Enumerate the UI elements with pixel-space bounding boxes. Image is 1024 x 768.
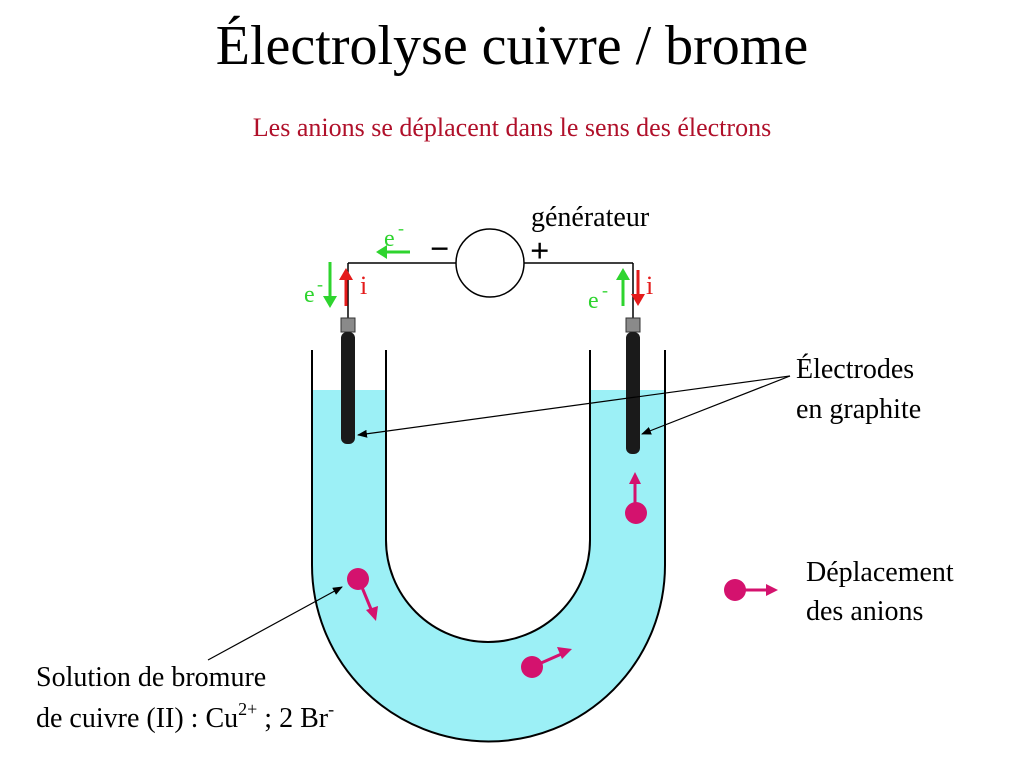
electrodes-pointer-right: [641, 375, 791, 435]
electrodes-pointer-left: [357, 375, 791, 438]
solution-label-line2: de cuivre (II) : Cu2+ ; 2 Br-: [36, 699, 334, 734]
anion-bottom-center: [521, 647, 572, 678]
electron-arrow-right-head: [616, 268, 630, 280]
electrodes-label-line1: Électrodes: [796, 354, 914, 385]
electrode-left-cap: [340, 317, 356, 333]
electron-charge-right: -: [602, 280, 608, 300]
legend-label-line1: Déplacement: [806, 557, 954, 588]
electron-charge-wire: -: [398, 218, 404, 238]
electron-label-wire: e: [384, 226, 395, 252]
electron-arrow-wire-head: [376, 245, 387, 259]
solution-label-line1: Solution de bromure: [36, 662, 266, 693]
electron-label-right: e: [588, 288, 599, 314]
electron-label-left: e: [304, 282, 315, 308]
slide-title: Électrolyse cuivre / brome: [215, 15, 809, 77]
current-arrow-left-head: [339, 268, 353, 280]
current-label-right: i: [646, 271, 653, 300]
electrode-left-rod: [341, 332, 355, 444]
current-label-left: i: [360, 271, 367, 300]
legend-anion-symbol: [724, 579, 778, 601]
anion-left-bottom: [347, 568, 378, 621]
electrodes-label-line2: en graphite: [796, 394, 921, 425]
generator-plus-sign: +: [530, 233, 549, 270]
u-tube-inner-wall: [385, 350, 591, 643]
solution-label-mid: ; 2 Br: [257, 703, 328, 734]
u-tube-outer-wall: [311, 350, 666, 743]
legend-label-line2: des anions: [806, 596, 923, 627]
electron-charge-left: -: [317, 274, 323, 294]
electron-arrow-left-head: [323, 296, 337, 308]
generator-symbol: [455, 228, 525, 298]
solution-fill: [312, 390, 665, 742]
solution-pointer: [207, 586, 343, 661]
electrode-right-cap: [625, 317, 641, 333]
anion-right-arm: [625, 472, 647, 524]
generator-label: générateur: [531, 202, 650, 233]
generator-minus-sign: −: [430, 231, 449, 268]
solution-label-prefix: de cuivre (II) : Cu: [36, 703, 238, 734]
electrode-right-rod: [626, 332, 640, 454]
solution-br-charge: -: [328, 699, 334, 719]
current-arrow-right-head: [631, 294, 645, 306]
solution-cu-charge: 2+: [238, 699, 257, 719]
slide-subtitle: Les anions se déplacent dans le sens des…: [252, 113, 772, 142]
